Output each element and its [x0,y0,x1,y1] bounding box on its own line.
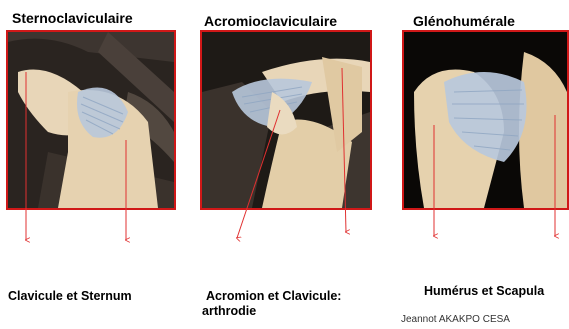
title-acromioclaviculaire: Acromioclaviculaire [204,13,337,29]
image-sternoclavicular-joint [6,30,176,210]
sternoclavicular-illustration [8,32,174,208]
image-acromioclavicular-joint [200,30,372,210]
caption-sternoclavicular: Clavicule et Sternum [8,289,132,304]
caption-line: Clavicule et Sternum [8,289,132,303]
title-sternoclaviculaire: Sternoclaviculaire [12,10,133,26]
caption-line: Acromion et Clavicule: [202,289,341,304]
glenohumeral-illustration [404,32,567,208]
caption-glenohumeral: Humérus et Scapula [424,284,544,299]
acromioclavicular-illustration [202,32,370,208]
caption-line: arthrodie [202,304,341,319]
caption-line: Humérus et Scapula [424,284,544,298]
author-credit: Jeannot AKAKPO CESA [401,314,510,325]
caption-acromioclavicular: Acromion et Clavicule: arthrodie [202,289,341,319]
image-glenohumeral-joint [402,30,569,210]
title-glenohumerale: Glénohumérale [413,13,515,29]
